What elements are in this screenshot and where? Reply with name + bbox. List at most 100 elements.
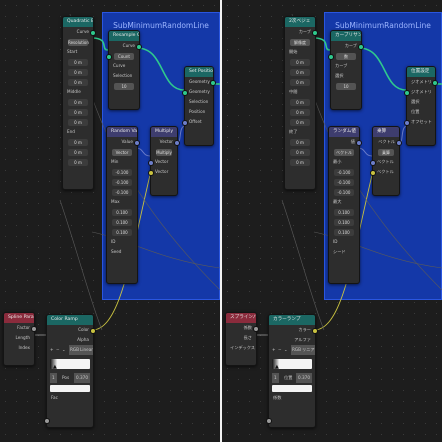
max-x-field[interactable]: 0.100 xyxy=(334,208,354,216)
resample-curve-node[interactable]: カーブリサンプル カーブ 数 カーブ 選択 10 xyxy=(328,30,364,110)
vector-b-input-socket[interactable] xyxy=(370,170,376,176)
node-header[interactable]: Multiply xyxy=(151,127,177,137)
factor-input-socket[interactable] xyxy=(266,418,272,424)
min-x-field[interactable]: -0.100 xyxy=(112,168,132,176)
min-y-field[interactable]: -0.100 xyxy=(334,178,354,186)
end-z-field[interactable]: 0 m xyxy=(290,158,310,166)
stop-handle-icon[interactable]: ▲ xyxy=(275,364,279,370)
resample-curve-node[interactable]: Resample Curve Curve Count Curve Selecti… xyxy=(106,30,142,110)
offset-input-socket[interactable] xyxy=(182,120,188,126)
vector-multiply-node[interactable]: 乗算 ベクトル 乗算 ベクトル ベクトル xyxy=(370,126,402,196)
factor-input-socket[interactable] xyxy=(44,418,50,424)
curve-output-socket[interactable] xyxy=(312,30,318,36)
quadratic-bezier-node[interactable]: Quadratic Bezier Curve Resolution Start … xyxy=(62,16,96,190)
stop-color-swatch[interactable] xyxy=(50,385,90,392)
spline-parameter-node[interactable]: Spline Parameter Factor Length Index xyxy=(3,312,37,366)
stop-color-swatch[interactable] xyxy=(272,385,312,392)
node-header[interactable]: 2次ベジェ xyxy=(285,17,315,27)
spline-parameter-node[interactable]: スプラインパラメーター 係数 長さ インデックス xyxy=(225,312,259,366)
node-header[interactable]: Spline Parameter xyxy=(4,313,34,323)
middle-z-field[interactable]: 0 m xyxy=(68,118,88,126)
stop-position-field[interactable]: 0.370 xyxy=(74,373,90,383)
start-z-field[interactable]: 0 m xyxy=(68,78,88,86)
node-header[interactable]: ランダム値 xyxy=(329,127,359,137)
vector-b-input-socket[interactable] xyxy=(148,170,154,176)
end-z-field[interactable]: 0 m xyxy=(68,158,88,166)
node-header[interactable]: カラーランプ xyxy=(269,315,315,325)
color-ramp-widget[interactable]: ▲ xyxy=(47,357,93,371)
max-z-field[interactable]: 0.100 xyxy=(334,228,354,236)
operation-dropdown[interactable]: 乗算 xyxy=(378,148,394,156)
value-output-socket[interactable] xyxy=(356,140,362,146)
operation-dropdown[interactable]: Multiply xyxy=(156,148,172,156)
offset-input-socket[interactable] xyxy=(404,120,410,126)
stop-position-field[interactable]: 0.370 xyxy=(296,373,312,383)
node-header[interactable]: Color Ramp xyxy=(47,315,93,325)
end-x-field[interactable]: 0 m xyxy=(290,138,310,146)
add-stop-icon[interactable]: + xyxy=(272,347,276,352)
color-mode-dropdown[interactable]: RGB xyxy=(69,345,81,355)
end-x-field[interactable]: 0 m xyxy=(68,138,88,146)
interpolation-dropdown[interactable]: リニア xyxy=(301,345,315,355)
end-y-field[interactable]: 0 m xyxy=(290,148,310,156)
count-field[interactable]: 10 xyxy=(114,82,134,90)
curve-input-socket[interactable] xyxy=(106,54,112,60)
geometry-input-socket[interactable] xyxy=(182,90,188,96)
gradient-bar[interactable] xyxy=(272,359,312,369)
resolution-field[interactable]: 解像度 xyxy=(290,38,310,46)
data-type-dropdown[interactable]: Vector xyxy=(112,148,132,156)
factor-output-socket[interactable] xyxy=(31,326,37,332)
data-type-dropdown[interactable]: ベクトル xyxy=(334,148,354,156)
middle-y-field[interactable]: 0 m xyxy=(68,108,88,116)
chevron-down-icon[interactable]: ⌄ xyxy=(62,347,66,352)
max-y-field[interactable]: 0.100 xyxy=(334,218,354,226)
remove-stop-icon[interactable]: − xyxy=(56,347,60,352)
color-output-socket[interactable] xyxy=(312,328,318,334)
geometry-output-socket[interactable] xyxy=(210,80,216,86)
start-y-field[interactable]: 0 m xyxy=(68,68,88,76)
start-x-field[interactable]: 0 m xyxy=(68,58,88,66)
node-header[interactable]: Set Position xyxy=(185,67,213,77)
vector-multiply-node[interactable]: Multiply Vector Multiply Vector Vector xyxy=(148,126,180,196)
middle-x-field[interactable]: 0 m xyxy=(68,98,88,106)
curve-output-socket[interactable] xyxy=(136,44,142,50)
stop-index[interactable]: 1 xyxy=(50,373,57,383)
min-z-field[interactable]: -0.100 xyxy=(112,188,132,196)
chevron-down-icon[interactable]: ⌄ xyxy=(284,347,288,352)
node-header[interactable]: Resample Curve xyxy=(109,31,139,41)
start-z-field[interactable]: 0 m xyxy=(290,78,310,86)
count-field[interactable]: 10 xyxy=(336,82,356,90)
max-z-field[interactable]: 0.100 xyxy=(112,228,132,236)
random-value-node[interactable]: Random Value Value Vector Min -0.100 -0.… xyxy=(106,126,140,284)
stop-handle-icon[interactable]: ▲ xyxy=(53,364,57,370)
middle-z-field[interactable]: 0 m xyxy=(290,118,310,126)
random-value-node[interactable]: ランダム値 値 ベクトル 最小 -0.100 -0.100 -0.100 最大 … xyxy=(328,126,362,284)
node-header[interactable]: Quadratic Bezier xyxy=(63,17,93,27)
curve-output-socket[interactable] xyxy=(358,44,364,50)
max-y-field[interactable]: 0.100 xyxy=(112,218,132,226)
node-header[interactable]: 乗算 xyxy=(373,127,399,137)
geometry-input-socket[interactable] xyxy=(404,90,410,96)
vector-output-socket[interactable] xyxy=(174,140,180,146)
set-position-node[interactable]: 位置設定 ジオメトリ ジオメトリ 選択 位置 オフセット xyxy=(404,66,438,146)
node-header[interactable]: 位置設定 xyxy=(407,67,435,77)
node-editor-english[interactable]: SubMinimumRandomLine Quadratic Bezier Cu… xyxy=(0,0,220,442)
max-x-field[interactable]: 0.100 xyxy=(112,208,132,216)
vector-output-socket[interactable] xyxy=(396,140,402,146)
curve-input-socket[interactable] xyxy=(328,54,334,60)
vector-a-input-socket[interactable] xyxy=(370,160,376,166)
add-stop-icon[interactable]: + xyxy=(50,347,54,352)
min-x-field[interactable]: -0.100 xyxy=(334,168,354,176)
interpolation-dropdown[interactable]: Linear xyxy=(79,345,93,355)
remove-stop-icon[interactable]: − xyxy=(278,347,282,352)
set-position-node[interactable]: Set Position Geometry Geometry Selection… xyxy=(182,66,216,146)
middle-y-field[interactable]: 0 m xyxy=(290,108,310,116)
value-output-socket[interactable] xyxy=(134,140,140,146)
curve-output-socket[interactable] xyxy=(90,30,96,36)
mode-dropdown[interactable]: 数 xyxy=(336,52,356,60)
node-editor-japanese[interactable]: SubMinimumRandomLine 2次ベジェ カーブ 解像度 開始 0 … xyxy=(222,0,442,442)
min-z-field[interactable]: -0.100 xyxy=(334,188,354,196)
factor-output-socket[interactable] xyxy=(253,326,259,332)
mode-dropdown[interactable]: Count xyxy=(114,52,134,60)
resolution-field[interactable]: Resolution xyxy=(68,38,89,46)
